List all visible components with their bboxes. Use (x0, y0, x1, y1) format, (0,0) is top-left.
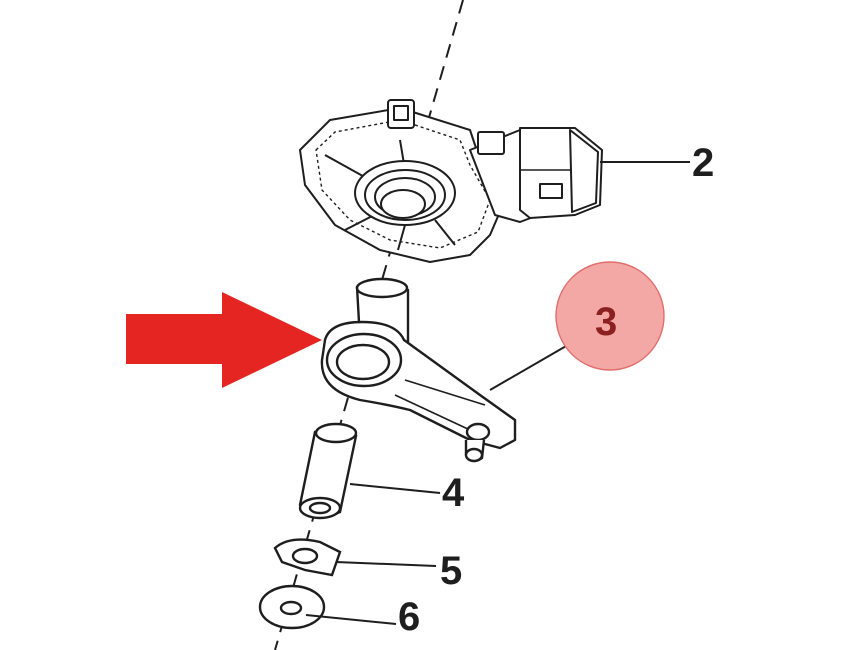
part-3-lever-arm (320, 277, 517, 463)
pointer-arrow-icon (126, 292, 322, 388)
callout-3: 3 (595, 300, 617, 344)
callout-2: 2 (692, 141, 714, 185)
leader-line-4 (349, 483, 441, 494)
leader-line-6 (305, 614, 397, 625)
leader-line-5 (335, 561, 437, 567)
part-5-washer (273, 538, 342, 577)
part-2-sensor-housing (299, 99, 603, 263)
part-6-washer (258, 584, 326, 630)
highlight-circle (555, 261, 665, 371)
callout-5: 5 (440, 549, 462, 593)
part-4-bushing (298, 422, 358, 520)
callout-4: 4 (442, 471, 465, 515)
callout-6: 6 (398, 595, 420, 639)
